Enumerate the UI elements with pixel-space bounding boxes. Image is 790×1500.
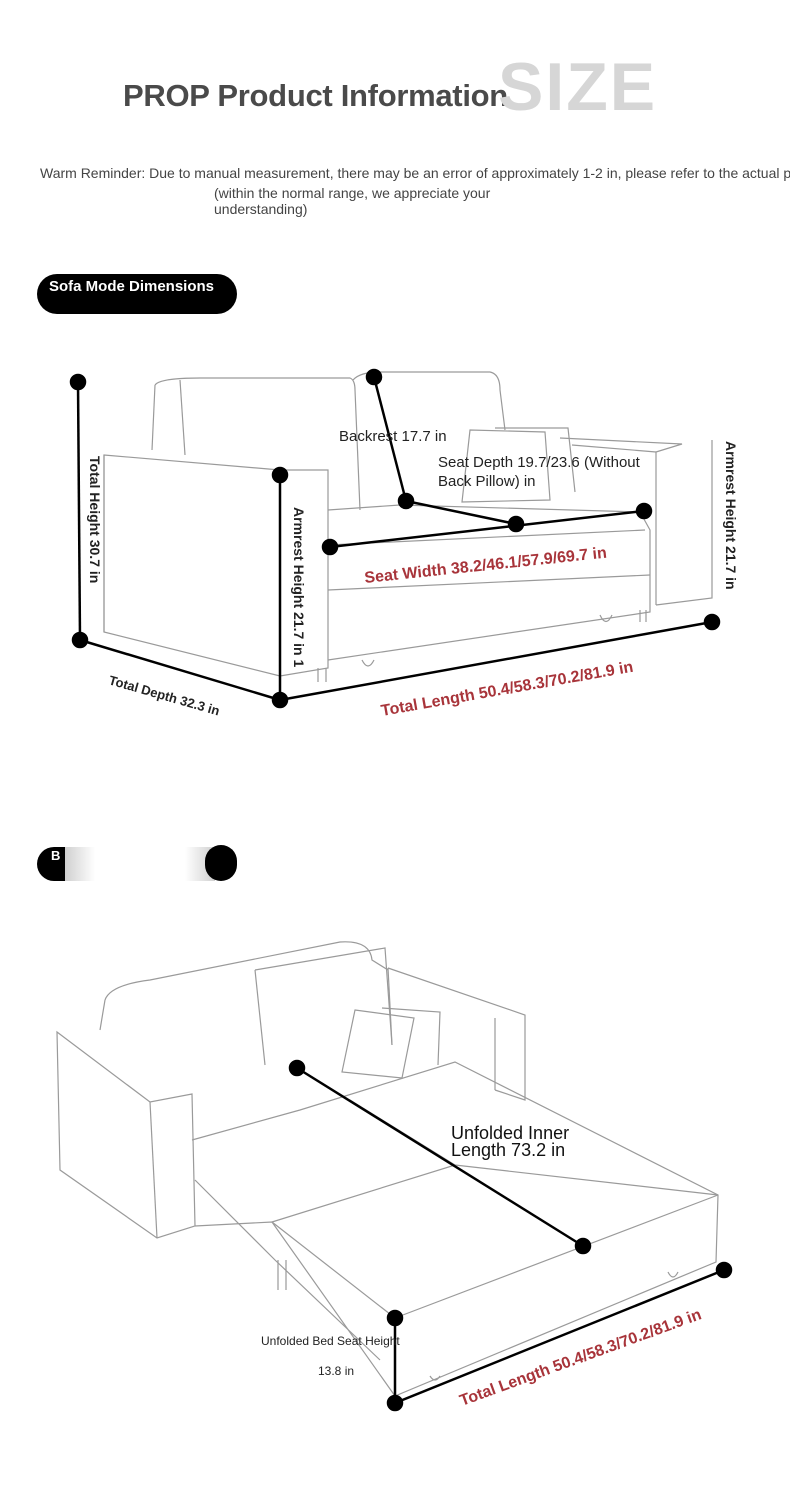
badge-right-cap [205, 845, 237, 881]
page-title: PROP Product Information [123, 78, 508, 113]
seat-width-label: Seat Width 38.2/46.1/57.9/69.7 in [364, 545, 608, 587]
armrest-height-right-label: Armrest Height 21.7 in [723, 441, 739, 590]
badge-left-cap [37, 847, 65, 881]
sofa-mode-badge: Sofa Mode Dimensions [37, 274, 237, 314]
seat-depth-label-cont: Back Pillow) in [438, 473, 536, 490]
bed-outline [56, 941, 719, 1397]
total-depth-label: Total Depth 32.3 in [107, 672, 221, 718]
bed-badge-text: B [51, 849, 61, 863]
inner-length-label: Unfolded Inner [451, 1123, 569, 1143]
size-watermark: SIZE [498, 49, 658, 125]
bed-seat-height-value: 13.8 in [318, 1364, 354, 1378]
badge-middle [65, 847, 215, 881]
seat-depth-label: Seat Depth 19.7/23.6 (Without [438, 454, 641, 471]
warm-reminder: Warm Reminder: Due to manual measurement… [40, 165, 790, 181]
warm-reminder-continued: (within the normal range, we appreciate … [214, 185, 491, 217]
sofa-outline [103, 371, 713, 682]
sofa-dimension-lines [69, 368, 721, 709]
bed-mode-diagram: Unfolded Inner Length 73.2 in Unfolded B… [56, 941, 733, 1412]
bed-mode-badge: B [37, 845, 237, 881]
total-length-label: Total Length 50.4/58.3/70.2/81.9 in [380, 659, 635, 720]
inner-length-label-cont: Length 73.2 in [451, 1140, 565, 1160]
backrest-label: Backrest 17.7 in [339, 428, 447, 445]
total-height-label: Total Height 30.7 in [87, 456, 103, 583]
bed-seat-height-label: Unfolded Bed Seat Height [261, 1334, 400, 1348]
bed-total-length-label: Total Length 50.4/58.3/70.2/81.9 in [458, 1306, 704, 1409]
armrest-height-left-label: Armrest Height 21.7 in 1 [291, 507, 307, 667]
sofa-mode-diagram: Backrest 17.7 in Seat Depth 19.7/23.6 (W… [69, 368, 739, 720]
bed-dimension-lines [288, 1059, 733, 1412]
